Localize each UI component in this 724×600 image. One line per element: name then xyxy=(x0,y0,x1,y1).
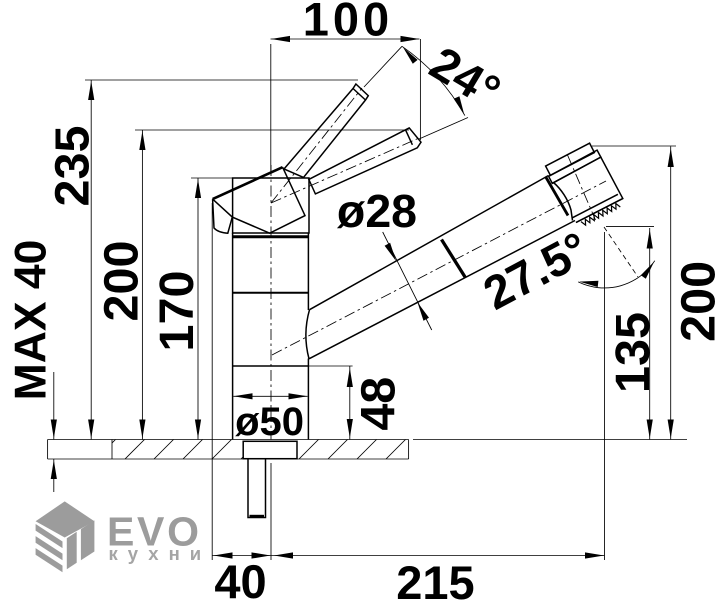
svg-text:200: 200 xyxy=(672,261,724,342)
svg-text:ø28: ø28 xyxy=(337,185,417,237)
svg-text:EVO: EVO xyxy=(107,509,202,555)
svg-text:40: 40 xyxy=(214,555,266,600)
svg-text:48: 48 xyxy=(352,377,406,431)
svg-text:135: 135 xyxy=(606,312,660,393)
svg-text:170: 170 xyxy=(150,271,204,352)
svg-text:215: 215 xyxy=(396,556,474,600)
svg-text:MAX 40: MAX 40 xyxy=(7,240,56,401)
svg-text:235: 235 xyxy=(46,126,100,207)
svg-text:100: 100 xyxy=(303,0,393,46)
svg-text:200: 200 xyxy=(95,241,149,322)
svg-text:ø50: ø50 xyxy=(235,400,304,444)
svg-text:кухни: кухни xyxy=(109,543,212,564)
